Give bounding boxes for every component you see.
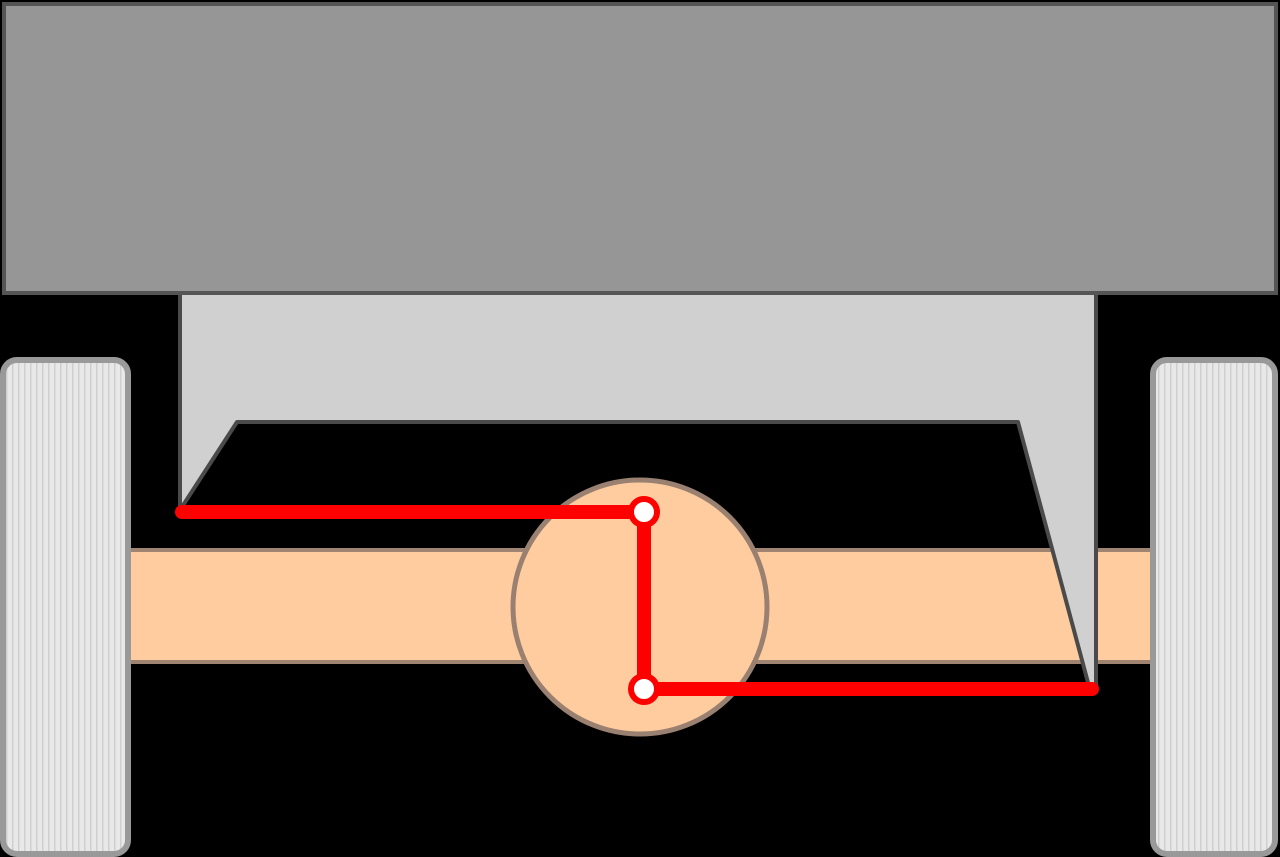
lower-pivot-joint [628, 673, 660, 705]
bracket [178, 288, 1098, 692]
upper-pivot-joint [628, 496, 660, 528]
linkage [175, 505, 1099, 696]
right-tire [1150, 357, 1278, 857]
left-tire [0, 357, 131, 857]
chassis-body [2, 2, 1278, 295]
